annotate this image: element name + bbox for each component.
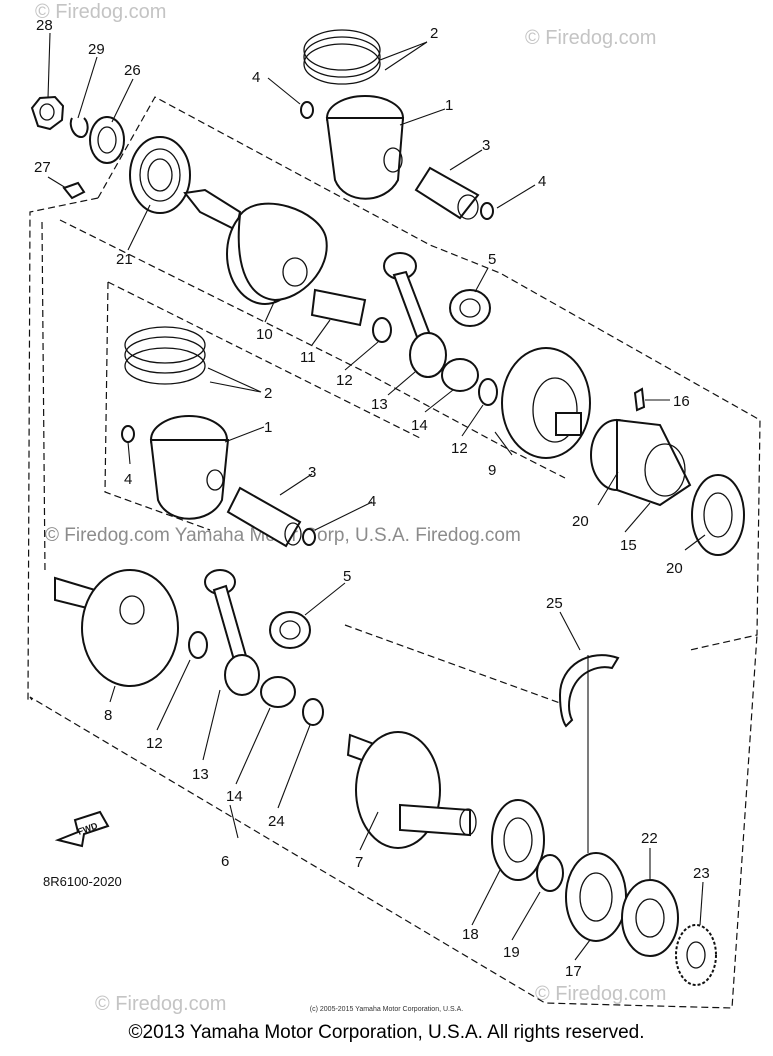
part-4-clip-upper-right — [480, 202, 494, 220]
callout-15: 15 — [620, 537, 637, 554]
watermark-bottom-left: © Firedog.com — [95, 993, 226, 1015]
part-26-oil-seal — [89, 116, 125, 164]
leader-lines — [47, 32, 706, 961]
part-15-bearing-housing — [590, 418, 692, 507]
part-19-washer — [536, 854, 564, 892]
part-25-circlip — [558, 654, 620, 728]
part-5-needle-bearing-lower — [269, 611, 311, 649]
part-27-woodruff-key — [62, 181, 86, 200]
part-12-washer-b — [478, 378, 498, 406]
part-4-clip-upper-left — [300, 101, 314, 119]
callout-25: 25 — [546, 595, 563, 612]
part-3-piston-pin-lower — [226, 486, 302, 548]
callout-18: 18 — [462, 926, 479, 943]
callout-20-a: 20 — [572, 513, 589, 530]
part-1-piston-lower — [149, 415, 230, 520]
callout-10: 10 — [256, 326, 273, 343]
callout-13-lower: 13 — [192, 766, 209, 783]
part-14-bearing-upper — [441, 358, 479, 392]
part-16-key — [633, 387, 646, 412]
callout-14-lower: 14 — [226, 788, 243, 805]
part-13-connecting-rod-upper — [383, 252, 447, 378]
callout-1-lower: 1 — [264, 419, 272, 436]
part-11-crank-pin — [310, 288, 367, 327]
part-21-bearing — [129, 136, 191, 214]
part-3-piston-pin-upper — [414, 166, 480, 220]
middle-assembly-outline — [41, 221, 421, 574]
callout-5-lower: 5 — [343, 568, 351, 585]
footer-copyright: ©2013 Yamaha Motor Corporation, U.S.A. A… — [128, 1022, 645, 1043]
part-7-crank-half — [346, 731, 477, 849]
callout-4-lower-left: 4 — [124, 471, 132, 488]
callout-27: 27 — [34, 159, 51, 176]
callout-16: 16 — [673, 393, 690, 410]
callout-4-upper-right: 4 — [538, 173, 546, 190]
part-17-bearing — [565, 852, 627, 942]
callout-4-upper-left: 4 — [252, 69, 260, 86]
lower-assembly-outline — [29, 624, 758, 1009]
callout-24: 24 — [268, 813, 285, 830]
callout-5-upper: 5 — [488, 251, 496, 268]
callout-1-upper: 1 — [445, 97, 453, 114]
callout-11: 11 — [300, 349, 316, 366]
part-12-washer-c — [188, 631, 208, 659]
part-2-piston-rings-upper — [303, 29, 381, 85]
callout-12-a: 12 — [336, 372, 353, 389]
part-20-bearing-right — [691, 474, 745, 556]
part-8-crank-half — [54, 569, 179, 687]
part-24-washer — [302, 698, 324, 726]
part-13-connecting-rod-lower — [204, 569, 260, 696]
part-22-oil-seal — [621, 879, 679, 957]
callout-4-lower-right: 4 — [368, 493, 376, 510]
callout-23: 23 — [693, 865, 710, 882]
part-14-bearing-lower — [260, 676, 296, 708]
small-copyright: (c) 2005-2015 Yamaha Motor Corporation, … — [309, 1006, 464, 1013]
part-28-nut — [30, 95, 65, 131]
callout-20-b: 20 — [666, 560, 683, 577]
callout-29: 29 — [88, 41, 105, 58]
diagram-code: 8R6100-2020 — [43, 874, 122, 889]
callout-3-lower: 3 — [308, 464, 316, 481]
part-10-crank-half — [183, 188, 328, 305]
part-29-lock-washer — [69, 117, 89, 138]
part-9-crank-half — [501, 347, 591, 459]
callouts: 28 29 26 27 21 2 4 1 3 4 5 10 11 12 13 1… — [34, 17, 710, 980]
callout-9: 9 — [488, 462, 496, 479]
callout-12-b: 12 — [451, 440, 468, 457]
part-12-washer-a — [372, 317, 392, 343]
callout-3-upper: 3 — [482, 137, 490, 154]
callout-22: 22 — [641, 830, 658, 847]
callout-2-upper: 2 — [430, 25, 438, 42]
callout-19: 19 — [503, 944, 520, 961]
part-23-gear — [675, 924, 717, 986]
callout-14-upper: 14 — [411, 417, 428, 434]
watermark-top-right: © Firedog.com — [525, 27, 656, 49]
upper-shaft-outline — [59, 219, 566, 479]
upper-assembly-outline — [27, 96, 761, 701]
callout-17: 17 — [565, 963, 582, 980]
part-5-needle-bearing-upper — [449, 289, 491, 327]
part-2-piston-rings-lower — [124, 326, 206, 385]
watermark-bottom-right: © Firedog.com — [535, 983, 666, 1005]
callout-13-upper: 13 — [371, 396, 388, 413]
part-4-clip-lower-left — [121, 425, 135, 443]
part-18-bearing — [491, 799, 545, 881]
callout-26: 26 — [124, 62, 141, 79]
fwd-arrow-icon: FWD — [54, 810, 110, 848]
callout-2-lower: 2 — [264, 385, 272, 402]
watermark-top-left: © Firedog.com — [35, 1, 166, 23]
callout-28: 28 — [36, 17, 53, 34]
callout-6: 6 — [221, 853, 229, 870]
callout-21: 21 — [116, 251, 133, 268]
callout-8: 8 — [104, 707, 112, 724]
callout-7: 7 — [355, 854, 363, 871]
part-4-clip-lower-right — [302, 528, 316, 546]
part-1-piston-upper — [325, 95, 405, 200]
callout-12-c: 12 — [146, 735, 163, 752]
